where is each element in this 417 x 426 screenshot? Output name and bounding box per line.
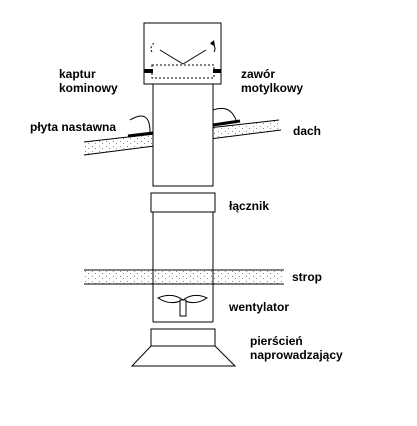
fan — [156, 294, 209, 317]
label-pierscien-naprowadzajacy: pierścień naprowadzający — [250, 334, 343, 362]
upper-pipe — [152, 83, 214, 187]
label-dach: dach — [293, 124, 322, 138]
adjustable-plate — [127, 107, 241, 138]
butterfly-valve — [150, 40, 216, 65]
label-lacznik: łącznik — [229, 199, 270, 213]
label-kaptur-kominowy: kaptur kominowy — [59, 67, 118, 95]
connector — [150, 192, 216, 213]
label-wentylator: wentylator — [229, 300, 290, 314]
label-strop: strop — [292, 270, 322, 284]
label-plyta-nastawna: płyta nastawna — [30, 120, 117, 134]
guide-ring — [130, 328, 237, 367]
chimney-cap — [143, 22, 222, 85]
label-zawor-motylkowy: zawór motylkowy — [241, 67, 304, 95]
lower-pipe — [152, 212, 214, 323]
ceiling-layer — [84, 269, 284, 285]
